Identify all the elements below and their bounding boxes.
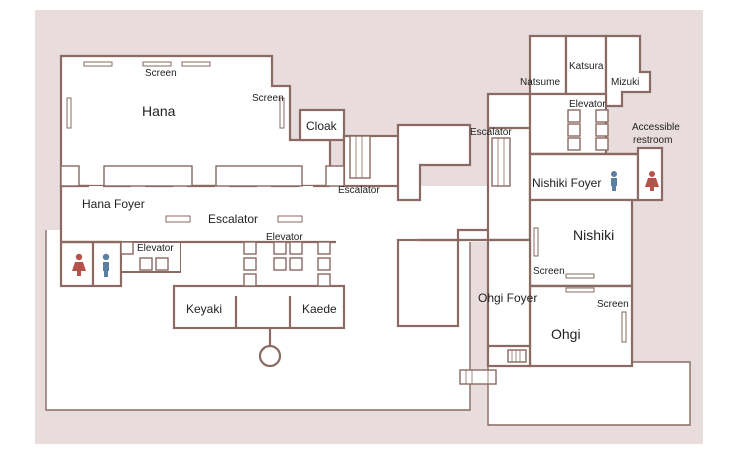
- elevator-label: Elevator: [569, 99, 606, 110]
- screen-label: Screen: [252, 93, 284, 104]
- round-entrance-icon: [258, 328, 282, 368]
- partitions: [60, 126, 638, 348]
- screen-bars: [66, 61, 627, 343]
- room-label-natsume: Natsume: [520, 77, 560, 88]
- escalator-label: Escalator: [338, 185, 380, 196]
- map-labels: Hana Hana Foyer Cloak Keyaki Kaede Natsu…: [82, 61, 680, 342]
- room-label-katsura: Katsura: [569, 61, 604, 72]
- elevator-car-icon: [120, 241, 169, 271]
- accessible-restroom-label: restroom: [633, 135, 672, 146]
- room-label-kaede: Kaede: [302, 302, 337, 316]
- elevator-label: Elevator: [137, 243, 174, 254]
- elevator-label: Elevator: [266, 232, 303, 243]
- stairs-icon: [459, 369, 497, 385]
- elevator-car-icon: [567, 109, 609, 151]
- stairs-icon: [507, 349, 527, 363]
- room-label-hana: Hana: [142, 103, 176, 119]
- accessible-restroom-label: Accessible: [632, 122, 680, 133]
- screen-label: Screen: [597, 299, 629, 310]
- room-label-ohgi-foyer: Ohgi Foyer: [478, 291, 537, 305]
- screen-label: Screen: [533, 266, 565, 277]
- floor-area: [59, 34, 664, 368]
- room-label-nishiki-foyer: Nishiki Foyer: [532, 176, 601, 190]
- women-restroom-icon: [645, 171, 659, 191]
- escalator-label: Escalator: [208, 212, 258, 226]
- room-label-cloak: Cloak: [306, 119, 338, 133]
- men-restroom-icon: [102, 253, 110, 277]
- escalator-icon: [349, 135, 371, 179]
- room-label-keyaki: Keyaki: [186, 302, 222, 316]
- room-label-mizuki: Mizuki: [611, 77, 639, 88]
- elevator-car-icon: [243, 241, 331, 287]
- room-label-ohgi: Ohgi: [551, 326, 581, 342]
- room-label-hana-foyer: Hana Foyer: [82, 197, 145, 211]
- room-label-nishiki: Nishiki: [573, 227, 614, 243]
- terrace-right: [487, 361, 691, 426]
- women-restroom-icon: [72, 253, 86, 276]
- screen-label: Screen: [145, 68, 177, 79]
- escalator-icon: [491, 137, 511, 187]
- men-restroom-icon: [611, 171, 617, 191]
- escalator-label: Escalator: [470, 127, 512, 138]
